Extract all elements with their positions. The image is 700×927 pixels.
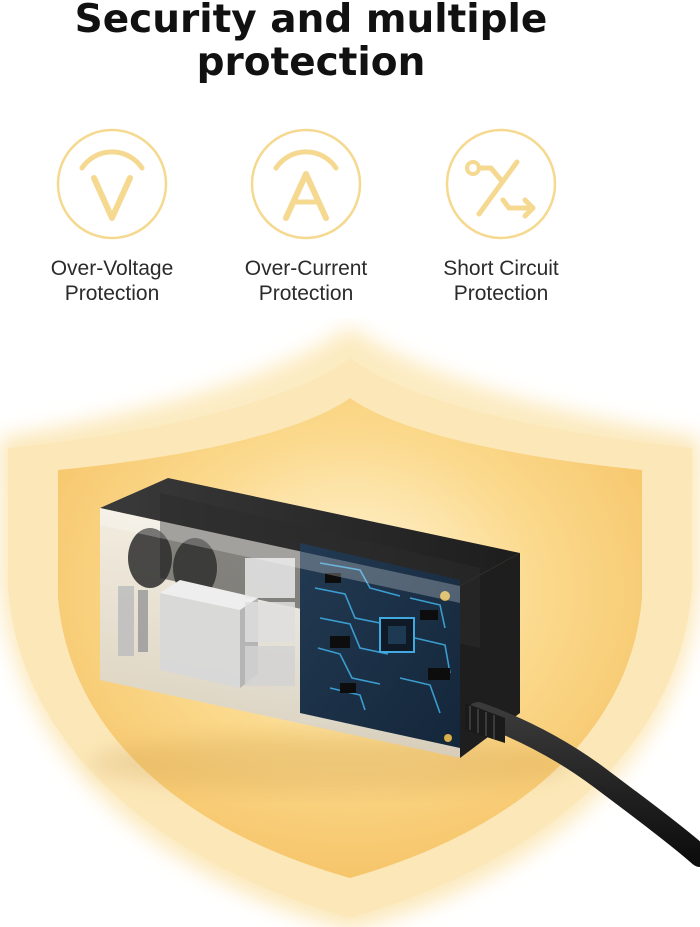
voltage-v-icon <box>56 128 168 240</box>
product-scene <box>0 318 700 927</box>
feature-label-line-1: Short Circuit <box>443 257 559 280</box>
current-a-icon <box>250 128 362 240</box>
feature-label-line-2: Protection <box>258 282 354 305</box>
feature-label-line-2: Protection <box>453 282 549 305</box>
feature-label-line-1: Over-Voltage <box>50 257 174 280</box>
short-circuit-icon <box>445 128 557 240</box>
plug-pin <box>118 586 134 656</box>
feature-short-circuit: Short Circuit Protection <box>411 128 591 306</box>
feature-over-voltage: Over-Voltage Protection <box>22 128 202 306</box>
feature-label-line-2: Protection <box>64 282 160 305</box>
product-illustration <box>0 326 700 927</box>
page-title: Security and multiple protection <box>0 0 700 84</box>
feature-label-line-1: Over-Current <box>244 257 368 280</box>
power-cable <box>467 702 700 867</box>
feature-over-current: Over-Current Protection <box>216 128 396 306</box>
capacitor <box>128 528 172 588</box>
protection-features: Over-Voltage Protection Over-Current Pro… <box>0 128 700 318</box>
circuit-traces <box>314 562 451 714</box>
title-line-2: protection <box>196 40 426 85</box>
transformer <box>160 593 240 688</box>
title-line-1: Security and multiple <box>74 0 548 42</box>
